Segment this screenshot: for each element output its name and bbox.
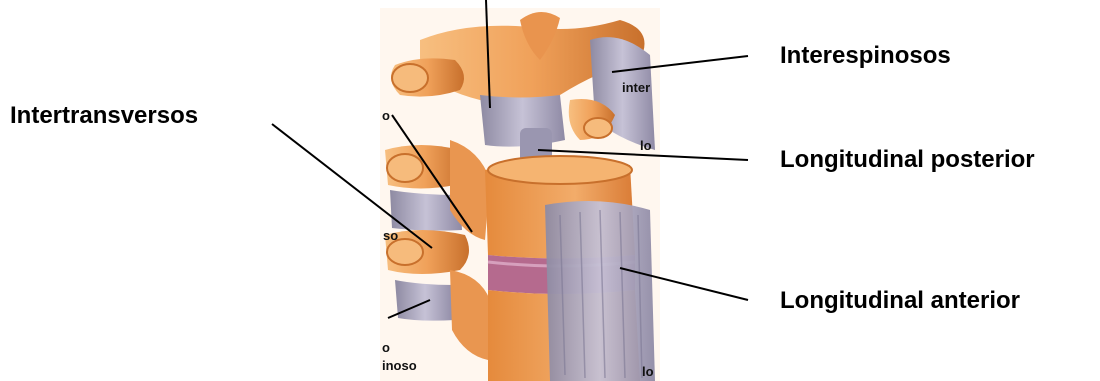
vertebrae-image bbox=[380, 8, 660, 381]
fragment-so: so bbox=[383, 228, 398, 243]
fragment-lo-upper: lo bbox=[640, 138, 652, 153]
fragment-inoso: inoso bbox=[382, 358, 417, 373]
label-longitudinal-posterior: Longitudinal posterior bbox=[780, 146, 1035, 174]
fragment-o-lower: o bbox=[382, 340, 390, 355]
fragment-lo-lower: lo bbox=[642, 364, 654, 379]
label-longitudinal-anterior: Longitudinal anterior bbox=[780, 287, 1020, 315]
label-interespinosos: Interespinosos bbox=[780, 42, 951, 70]
label-intertransversos: Intertransversos bbox=[10, 102, 198, 130]
fragment-o-upper: o bbox=[382, 108, 390, 123]
fragment-inter: inter bbox=[622, 80, 650, 95]
